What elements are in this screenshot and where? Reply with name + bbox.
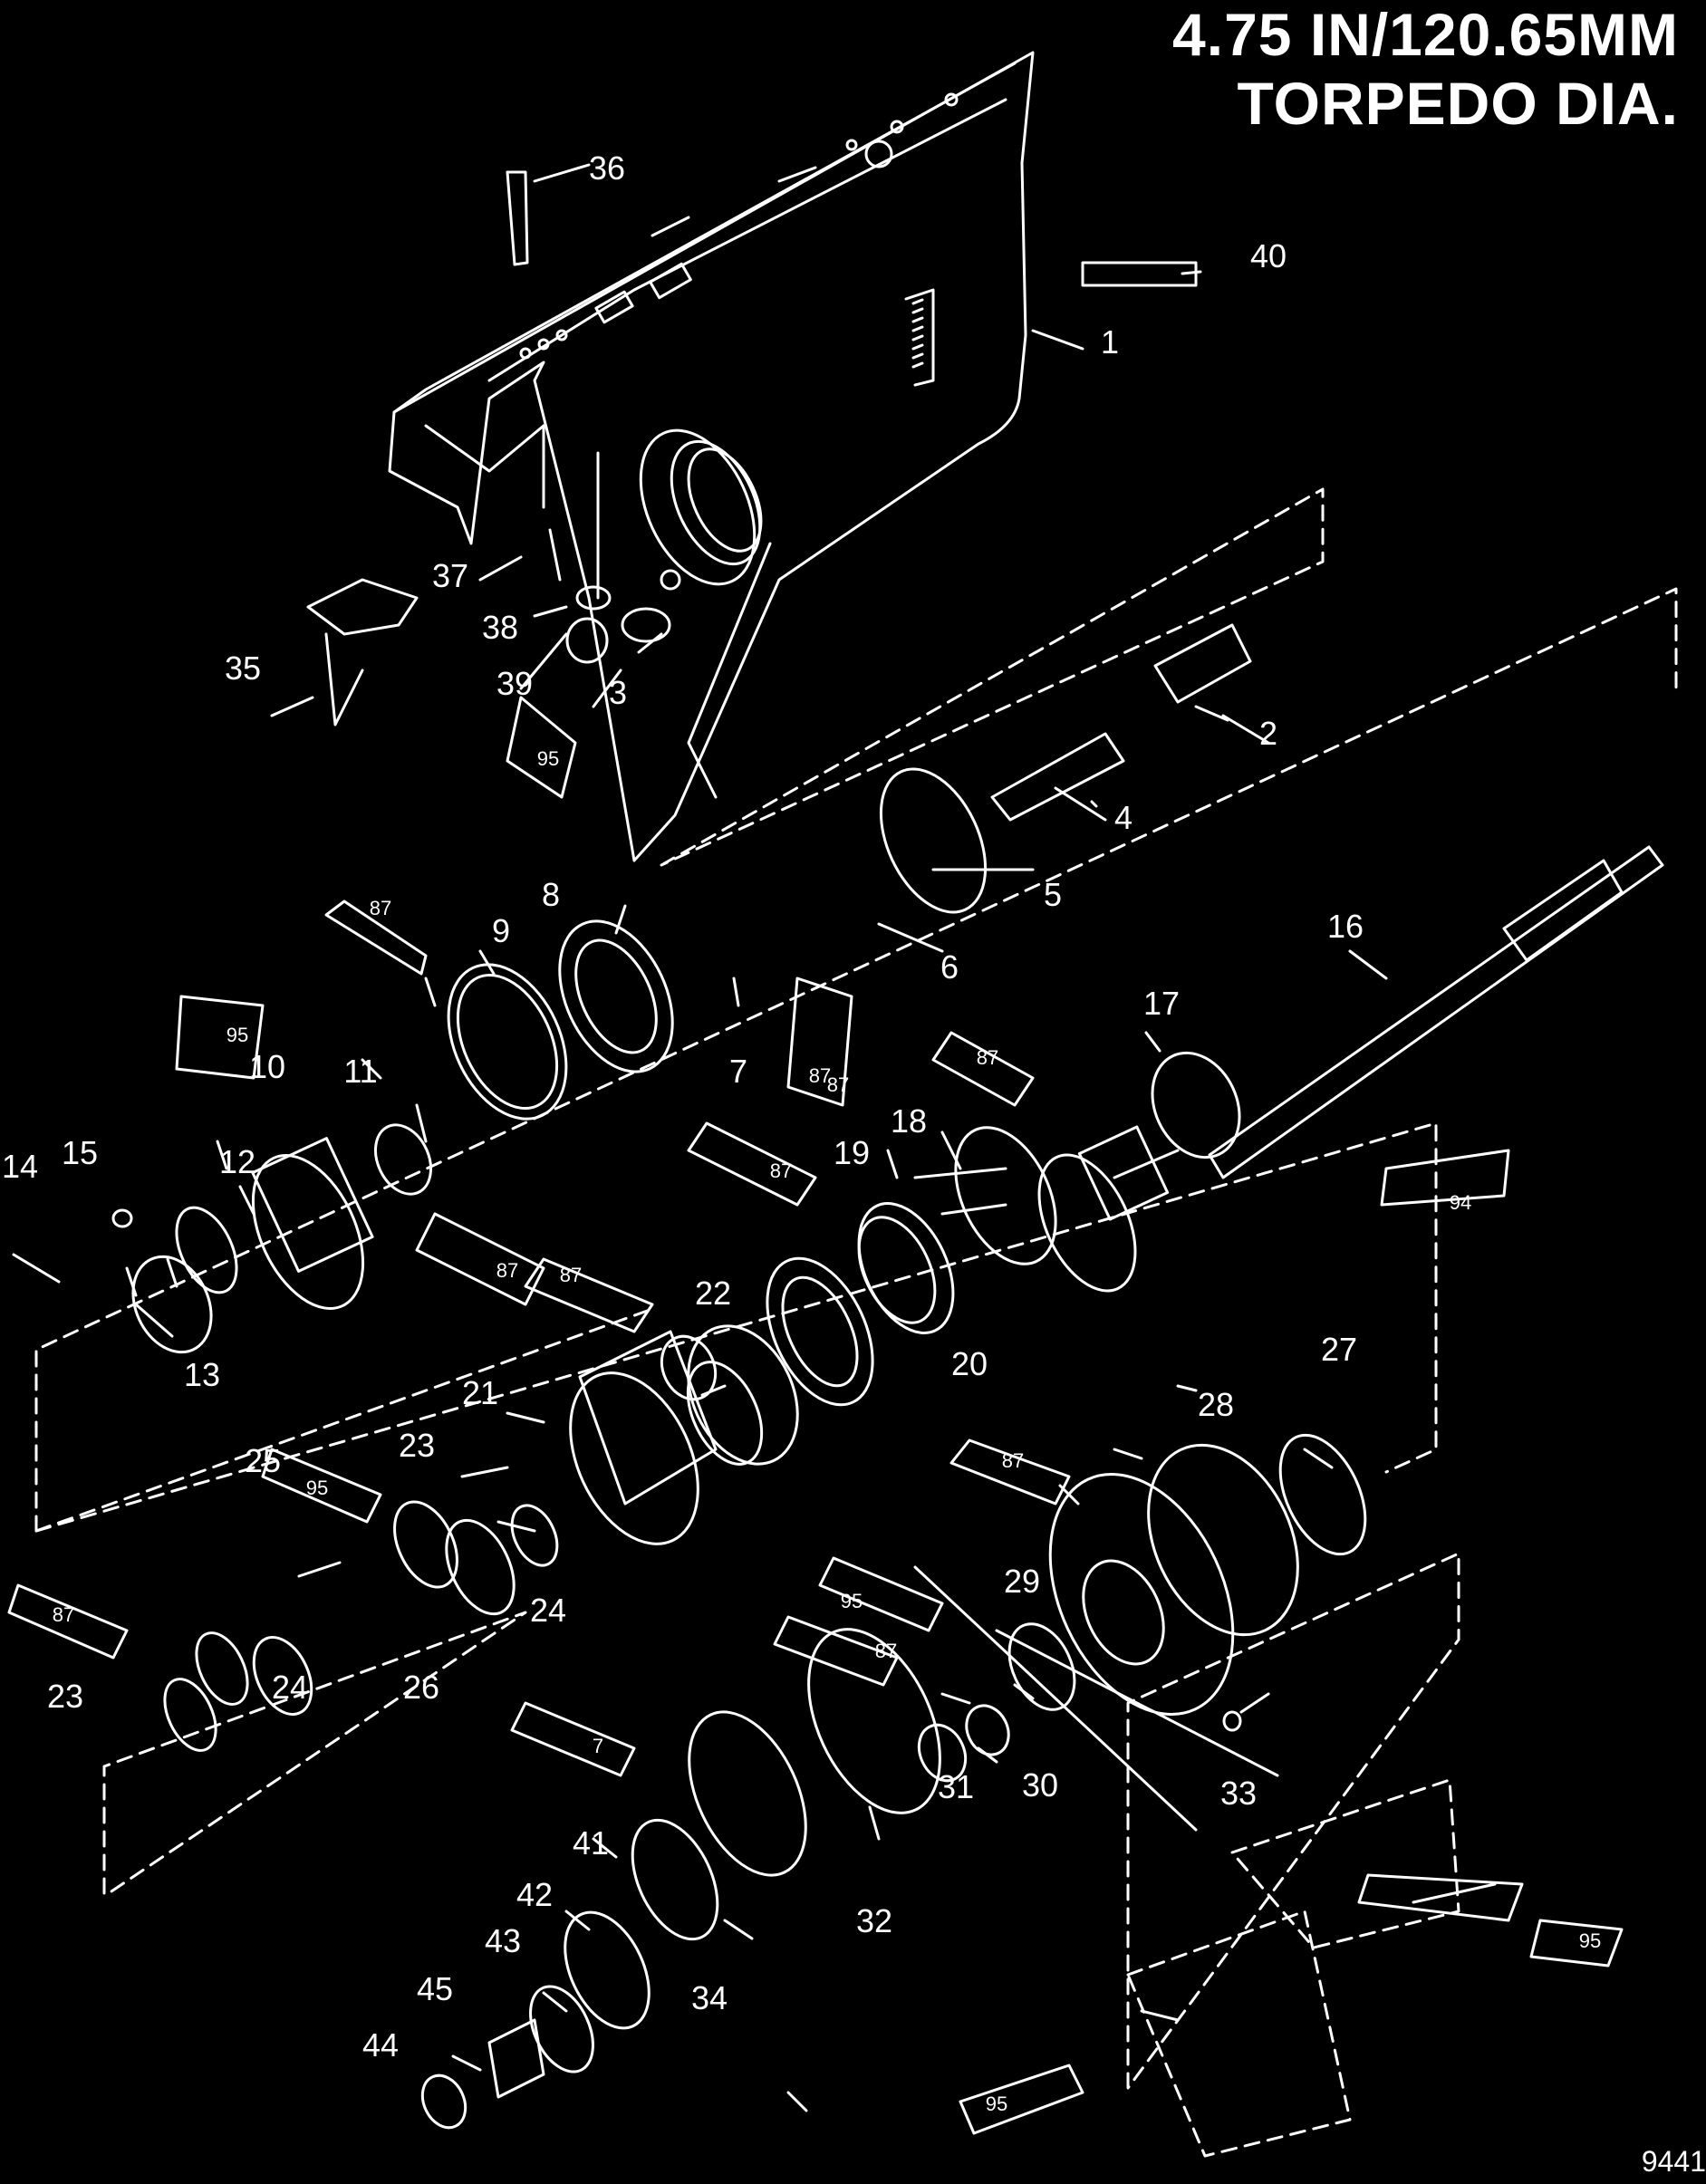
- tube-label-87: 87: [1002, 1449, 1024, 1472]
- tube-label-7: 7: [593, 1735, 603, 1757]
- tube-label-87: 87: [809, 1064, 831, 1087]
- tube-label-95: 95: [1579, 1929, 1601, 1952]
- callout-32: 32: [856, 1902, 892, 1939]
- callout-27: 27: [1321, 1331, 1357, 1368]
- tube-label-87: 87: [370, 897, 391, 919]
- callout-3: 3: [609, 674, 627, 711]
- title-line-1: 4.75 IN/120.65MM: [1172, 1, 1679, 68]
- callout-29: 29: [1004, 1563, 1040, 1600]
- callout-33: 33: [1220, 1775, 1257, 1812]
- callout-11: 11: [343, 1053, 377, 1090]
- shafts-and-pins: [12, 623, 1664, 1284]
- callout-23: 23: [47, 1678, 83, 1715]
- callout-44: 44: [362, 2026, 399, 2064]
- callout-40: 40: [1250, 237, 1287, 274]
- callout-6: 6: [940, 948, 959, 986]
- callout-2: 2: [1259, 715, 1277, 752]
- tube-label-95: 95: [227, 1024, 248, 1046]
- callout-15: 15: [62, 1134, 98, 1171]
- callout-4: 4: [1114, 799, 1133, 836]
- callout-8: 8: [542, 876, 560, 913]
- compound-tubes: [7, 696, 1624, 2135]
- title-line-2: TORPEDO DIA.: [1237, 70, 1679, 137]
- tube-label-95: 95: [841, 1590, 863, 1612]
- callout-9: 9: [492, 912, 510, 949]
- small-hardware: [111, 170, 1242, 1732]
- callout-20: 20: [951, 1345, 988, 1382]
- callout-23: 23: [399, 1427, 435, 1464]
- callout-10: 10: [249, 1048, 285, 1085]
- callout-38: 38: [482, 609, 518, 646]
- callout-12: 12: [219, 1143, 255, 1180]
- callout-31: 31: [938, 1768, 974, 1805]
- tube-label-94: 94: [1450, 1191, 1471, 1214]
- tube-label-95: 95: [986, 2093, 1007, 2115]
- callout-45: 45: [417, 1970, 453, 2007]
- seals-and-rings: [163, 767, 1367, 2030]
- bearings-and-gears: [131, 1051, 1299, 2130]
- tube-label-95: 95: [306, 1477, 328, 1499]
- callout-17: 17: [1143, 985, 1180, 1022]
- tube-label-87: 87: [875, 1640, 897, 1662]
- callout-19: 19: [834, 1134, 870, 1171]
- gear-housing: [388, 51, 1035, 862]
- leader-lines: [125, 163, 1497, 2112]
- callout-16: 16: [1327, 908, 1364, 945]
- tube-label-87: 87: [560, 1264, 582, 1286]
- callout-21: 21: [462, 1374, 498, 1411]
- tube-label-87: 87: [496, 1259, 518, 1282]
- callout-37: 37: [432, 557, 468, 594]
- callout-39: 39: [496, 665, 533, 702]
- callout-1: 1: [1101, 323, 1119, 361]
- callout-41: 41: [573, 1824, 609, 1862]
- callout-14: 14: [2, 1148, 38, 1185]
- callout-36: 36: [589, 149, 625, 187]
- callout-42: 42: [516, 1876, 553, 1913]
- figure-number: 9441: [1641, 2145, 1706, 2178]
- callout-25: 25: [245, 1442, 281, 1479]
- tube-label-87: 87: [770, 1159, 792, 1182]
- callout-24: 24: [530, 1592, 566, 1629]
- tube-label-95: 95: [537, 747, 559, 770]
- callout-30: 30: [1022, 1766, 1058, 1804]
- callout-28: 28: [1198, 1386, 1234, 1423]
- callout-18: 18: [891, 1102, 927, 1140]
- callout-7: 7: [729, 1053, 747, 1090]
- callout-22: 22: [695, 1275, 731, 1312]
- callout-24: 24: [272, 1669, 308, 1706]
- tube-label-87: 87: [977, 1046, 998, 1069]
- callout-26: 26: [403, 1669, 439, 1706]
- tube-label-87: 87: [53, 1603, 74, 1626]
- callout-34: 34: [691, 1979, 728, 2016]
- callout-13: 13: [184, 1356, 220, 1393]
- callout-43: 43: [485, 1922, 521, 1959]
- callout-5: 5: [1044, 876, 1062, 913]
- callout-35: 35: [225, 649, 261, 687]
- tube-label-87: 87: [827, 1073, 849, 1096]
